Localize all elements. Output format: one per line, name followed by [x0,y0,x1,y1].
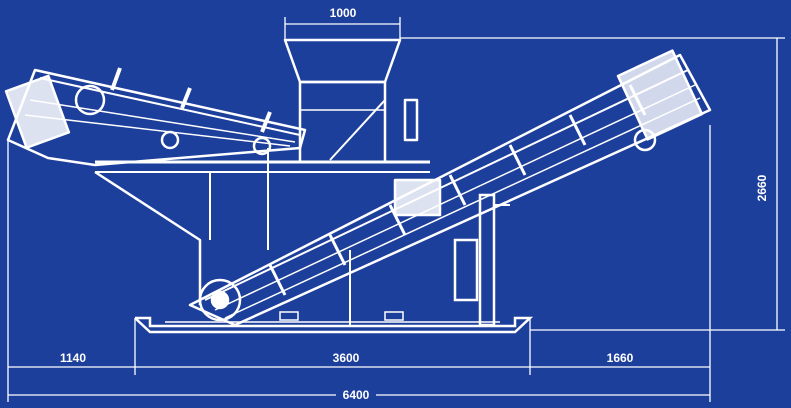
spray-bar-2 [180,87,192,109]
dimension-labels: 1000 2660 1140 3600 1660 6400 [55,6,769,402]
drive-pulley [74,84,106,116]
screen-mesh-1 [29,99,296,143]
conveyor-belt-bottom [224,97,701,319]
conveyor-flight-3 [388,204,407,236]
left-overhang-label: 1140 [60,351,86,365]
height-dim-label-bg [755,168,769,208]
height-label: 2660 [755,174,769,201]
feed-hopper [283,38,419,164]
support-legs [349,193,510,327]
base-pad-left [279,311,299,321]
hopper-dim-label-bg [325,6,361,20]
left-overhang-label-bg [55,351,91,365]
right-overhang-label-bg [600,351,640,365]
conveyor-flight-2 [328,234,347,266]
base-pad-right [384,311,404,321]
total-length-label-bg [336,388,376,402]
base-length-label: 3600 [333,351,360,365]
conveyor-frame [188,53,712,327]
base-skid [134,316,534,334]
hopper-bracket [403,98,419,142]
rear-support-leg [478,193,496,327]
head-drive [616,49,704,141]
tail-drum-hub [210,290,230,310]
inclined-conveyor [188,49,712,327]
tail-drum [198,278,242,322]
vibrator-wheel-right [252,136,272,156]
hopper-chute [298,80,387,164]
conveyor-flight-5 [508,144,527,176]
conveyor-flight-4 [448,174,467,206]
conveyor-flight-6 [568,114,587,146]
dimension-lines [7,17,785,402]
collection-hopper-left [94,170,202,305]
conveyor-flight-1 [268,264,287,296]
base-frame [134,311,534,334]
hopper-brace [329,99,386,161]
gearbox [393,178,442,217]
vibrator-wheel-left [160,130,180,150]
hopper-width-label: 1000 [330,6,357,20]
total-length-label: 6400 [343,388,370,402]
screen-mesh-2 [24,114,291,147]
spray-bar-1 [110,67,122,91]
conveyor-belt-top [204,69,689,301]
spray-bar-3 [260,111,272,133]
base-length-label-bg [326,351,366,365]
conveyor-belt-mid [214,84,696,311]
control-box [453,238,479,302]
right-overhang-label: 1660 [607,351,634,365]
screen-motor [4,74,71,149]
head-drive-pulley [633,128,657,152]
